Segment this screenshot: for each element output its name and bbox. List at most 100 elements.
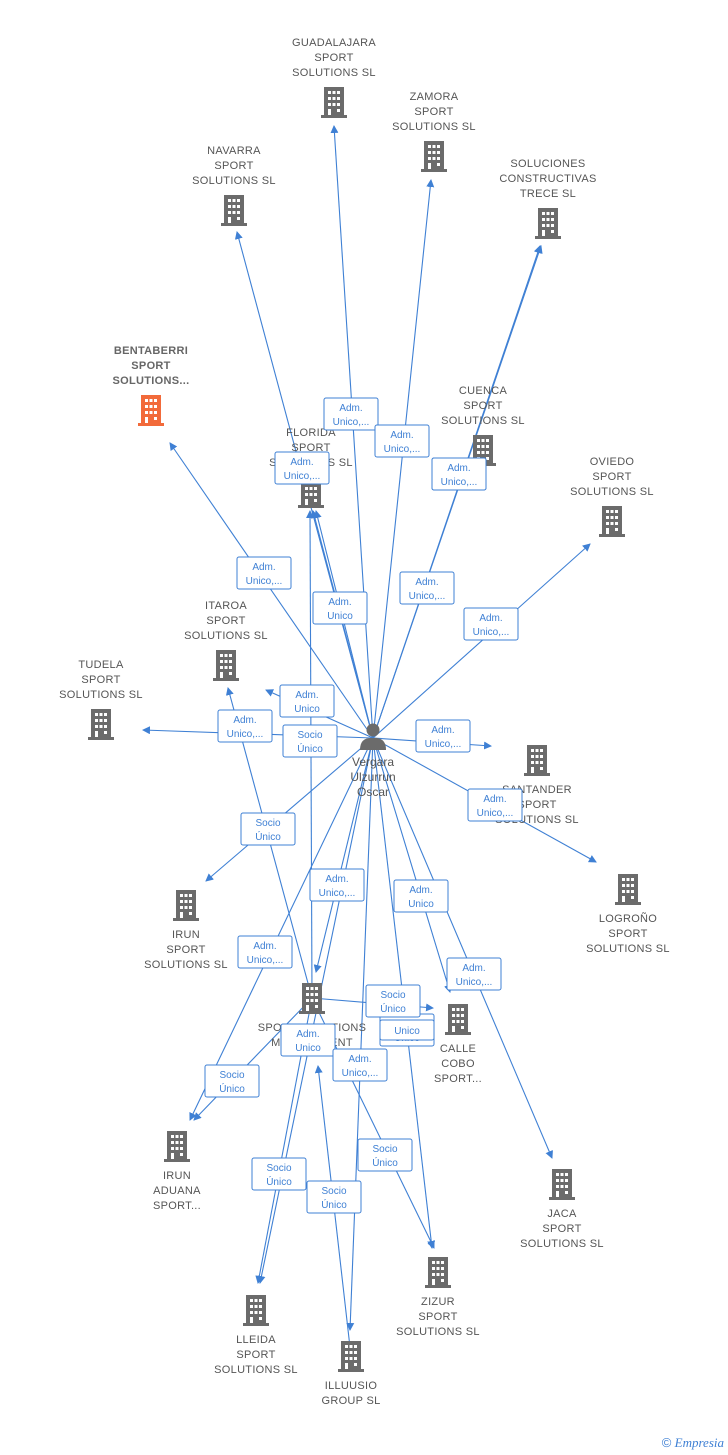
person-icon xyxy=(366,723,380,737)
relation-label[interactable]: Adm.Unico,... xyxy=(332,1048,388,1082)
company-node-irunaduana[interactable]: IRUNADUANASPORT... xyxy=(153,1131,201,1212)
relation-label[interactable]: Adm.Unico,... xyxy=(467,788,523,822)
relation-label[interactable]: Adm.Unico,... xyxy=(463,607,519,641)
relation-label-text: Unico,... xyxy=(384,444,421,455)
relation-edge xyxy=(169,442,374,739)
building-icon xyxy=(338,1341,364,1372)
company-label-line: SOLUTIONS SL xyxy=(396,1326,480,1338)
relation-label[interactable]: Adm.Unico xyxy=(393,879,449,913)
relation-label-text: Adm. xyxy=(233,715,256,726)
relation-label-box xyxy=(379,1019,435,1041)
relation-label-text: Unico xyxy=(327,611,353,622)
relation-label-text: Unico,... xyxy=(246,576,283,587)
relation-label-text: Unico,... xyxy=(441,477,478,488)
relation-label-text: Unico,... xyxy=(456,977,493,988)
relation-label-box xyxy=(393,879,449,913)
relation-label[interactable]: Adm.Unico,... xyxy=(309,868,365,902)
company-label-line: FLORIDA xyxy=(286,427,336,439)
company-label-line: SPORT xyxy=(517,799,556,811)
relation-label[interactable]: Adm.Unico,... xyxy=(274,451,330,485)
building-icon xyxy=(173,890,199,921)
company-node-bentaberri[interactable]: BENTABERRISPORTSOLUTIONS... xyxy=(113,345,190,426)
relation-label-box xyxy=(415,719,471,753)
building-icon xyxy=(549,1169,575,1200)
relation-label[interactable]: Adm.Unico,... xyxy=(399,571,455,605)
relation-label-box xyxy=(306,1180,362,1214)
relation-label-text: Unico,... xyxy=(284,471,321,482)
relation-label[interactable]: Adm.Unico,... xyxy=(236,556,292,590)
relation-label[interactable]: Adm.Unico,... xyxy=(237,935,293,969)
relation-label-text: Único xyxy=(372,1156,398,1169)
relation-label-box xyxy=(240,812,296,846)
footer-brand[interactable]: © Empresia xyxy=(662,1435,724,1451)
company-label-line: IRUN xyxy=(163,1170,191,1182)
relation-label[interactable]: Adm.Unico xyxy=(280,1023,336,1057)
relation-label[interactable]: Adm.Unico,... xyxy=(217,709,273,743)
company-label-line: OVIEDO xyxy=(590,456,635,468)
relation-label[interactable]: Adm.Unico,... xyxy=(323,397,379,431)
company-label-line: CUENCA xyxy=(459,385,508,397)
relation-edge xyxy=(193,997,313,1121)
relation-label-text: Único xyxy=(321,1198,347,1211)
relation-label[interactable]: Adm.Unico,... xyxy=(415,719,471,753)
relation-label-box xyxy=(467,788,523,822)
building-icon xyxy=(425,1257,451,1288)
company-label-line: ZAMORA xyxy=(410,91,459,103)
company-label-line: SPORT xyxy=(131,360,170,372)
relation-label[interactable]: Unico xyxy=(379,1019,435,1041)
company-node-callecobo[interactable]: CALLECOBOSPORT... xyxy=(434,1004,482,1085)
relation-label-box xyxy=(280,1023,336,1057)
building-icon xyxy=(221,195,247,226)
building-icon xyxy=(321,87,347,118)
company-label-line: ADUANA xyxy=(153,1185,201,1197)
relation-edge xyxy=(313,737,374,973)
relation-edge xyxy=(330,125,374,739)
person-name-line: Vergara xyxy=(352,755,394,769)
company-label-line: ILLUUSIO xyxy=(325,1380,378,1392)
company-label-line: LLEIDA xyxy=(236,1334,276,1346)
building-icon xyxy=(535,208,561,239)
relation-label-box xyxy=(323,397,379,431)
relation-label-text: Socio xyxy=(321,1186,346,1197)
relation-label-box xyxy=(236,556,292,590)
relation-label[interactable]: Adm.Unico xyxy=(279,684,335,718)
relation-edge xyxy=(372,543,591,739)
relation-label[interactable]: Adm.Unico xyxy=(312,591,368,625)
company-label-line: SPORT xyxy=(206,615,245,627)
relation-label[interactable]: Adm.Unico,... xyxy=(446,957,502,991)
relation-edge xyxy=(372,245,542,739)
relation-label-text: Adm. xyxy=(483,794,506,805)
building-icon xyxy=(615,874,641,905)
relation-edge xyxy=(189,737,374,1121)
relation-label-text: Unico xyxy=(394,1026,420,1037)
relation-label[interactable]: Adm.Unico,... xyxy=(431,457,487,491)
company-label-line: SOLUTIONS SL xyxy=(214,1364,298,1376)
relation-label[interactable]: Adm.Unico,... xyxy=(374,424,430,458)
company-label-line: SOLUTIONS SL xyxy=(184,630,268,642)
relation-label-text: Único xyxy=(219,1082,245,1095)
company-label-line: IRUN xyxy=(172,929,200,941)
